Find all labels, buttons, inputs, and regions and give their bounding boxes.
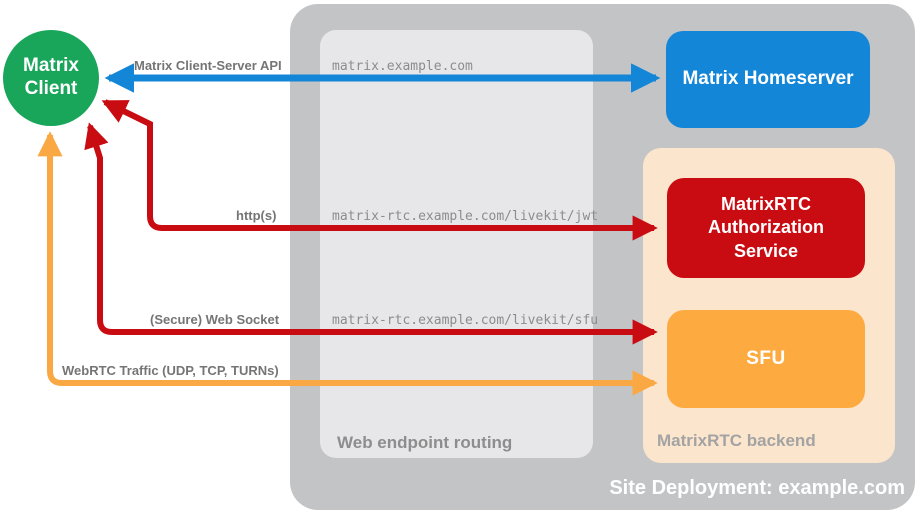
matrixrtc-backend-label: MatrixRTC backend xyxy=(657,431,816,450)
matrixrtc-authorization-service-node: MatrixRTC Authorization Service xyxy=(667,178,865,278)
endpoint-livekit-sfu: matrix-rtc.example.com/livekit/sfu xyxy=(332,313,599,328)
webrtc-traffic-arrow-label: WebRTC Traffic (UDP, TCP, TURNs) xyxy=(62,363,279,378)
matrixrtc-authorization-service-label: MatrixRTC Authorization Service xyxy=(708,193,824,261)
matrix-client-label-line2: Client xyxy=(24,78,78,99)
web-socket-arrow-label: (Secure) Web Socket xyxy=(150,312,280,327)
web-endpoint-routing-label: Web endpoint routing xyxy=(337,433,513,452)
sfu-node: SFU xyxy=(667,310,865,408)
matrix-client-label-line1: Matrix xyxy=(23,55,79,77)
client-server-api-arrow-label: Matrix Client-Server API xyxy=(134,58,282,73)
web-endpoint-routing-box xyxy=(320,30,593,458)
matrix-client-node: Matrix Client xyxy=(3,30,99,126)
site-deployment-label: Site Deployment: example.com xyxy=(609,477,905,499)
matrix-homeserver-node: Matrix Homeserver xyxy=(666,31,870,128)
endpoint-livekit-jwt: matrix-rtc.example.com/livekit/jwt xyxy=(332,209,599,224)
matrix-homeserver-label: Matrix Homeserver xyxy=(682,68,854,90)
endpoint-matrix-example-com: matrix.example.com xyxy=(332,59,473,74)
https-arrow-label: http(s) xyxy=(236,208,277,223)
sfu-label: SFU xyxy=(746,347,786,369)
